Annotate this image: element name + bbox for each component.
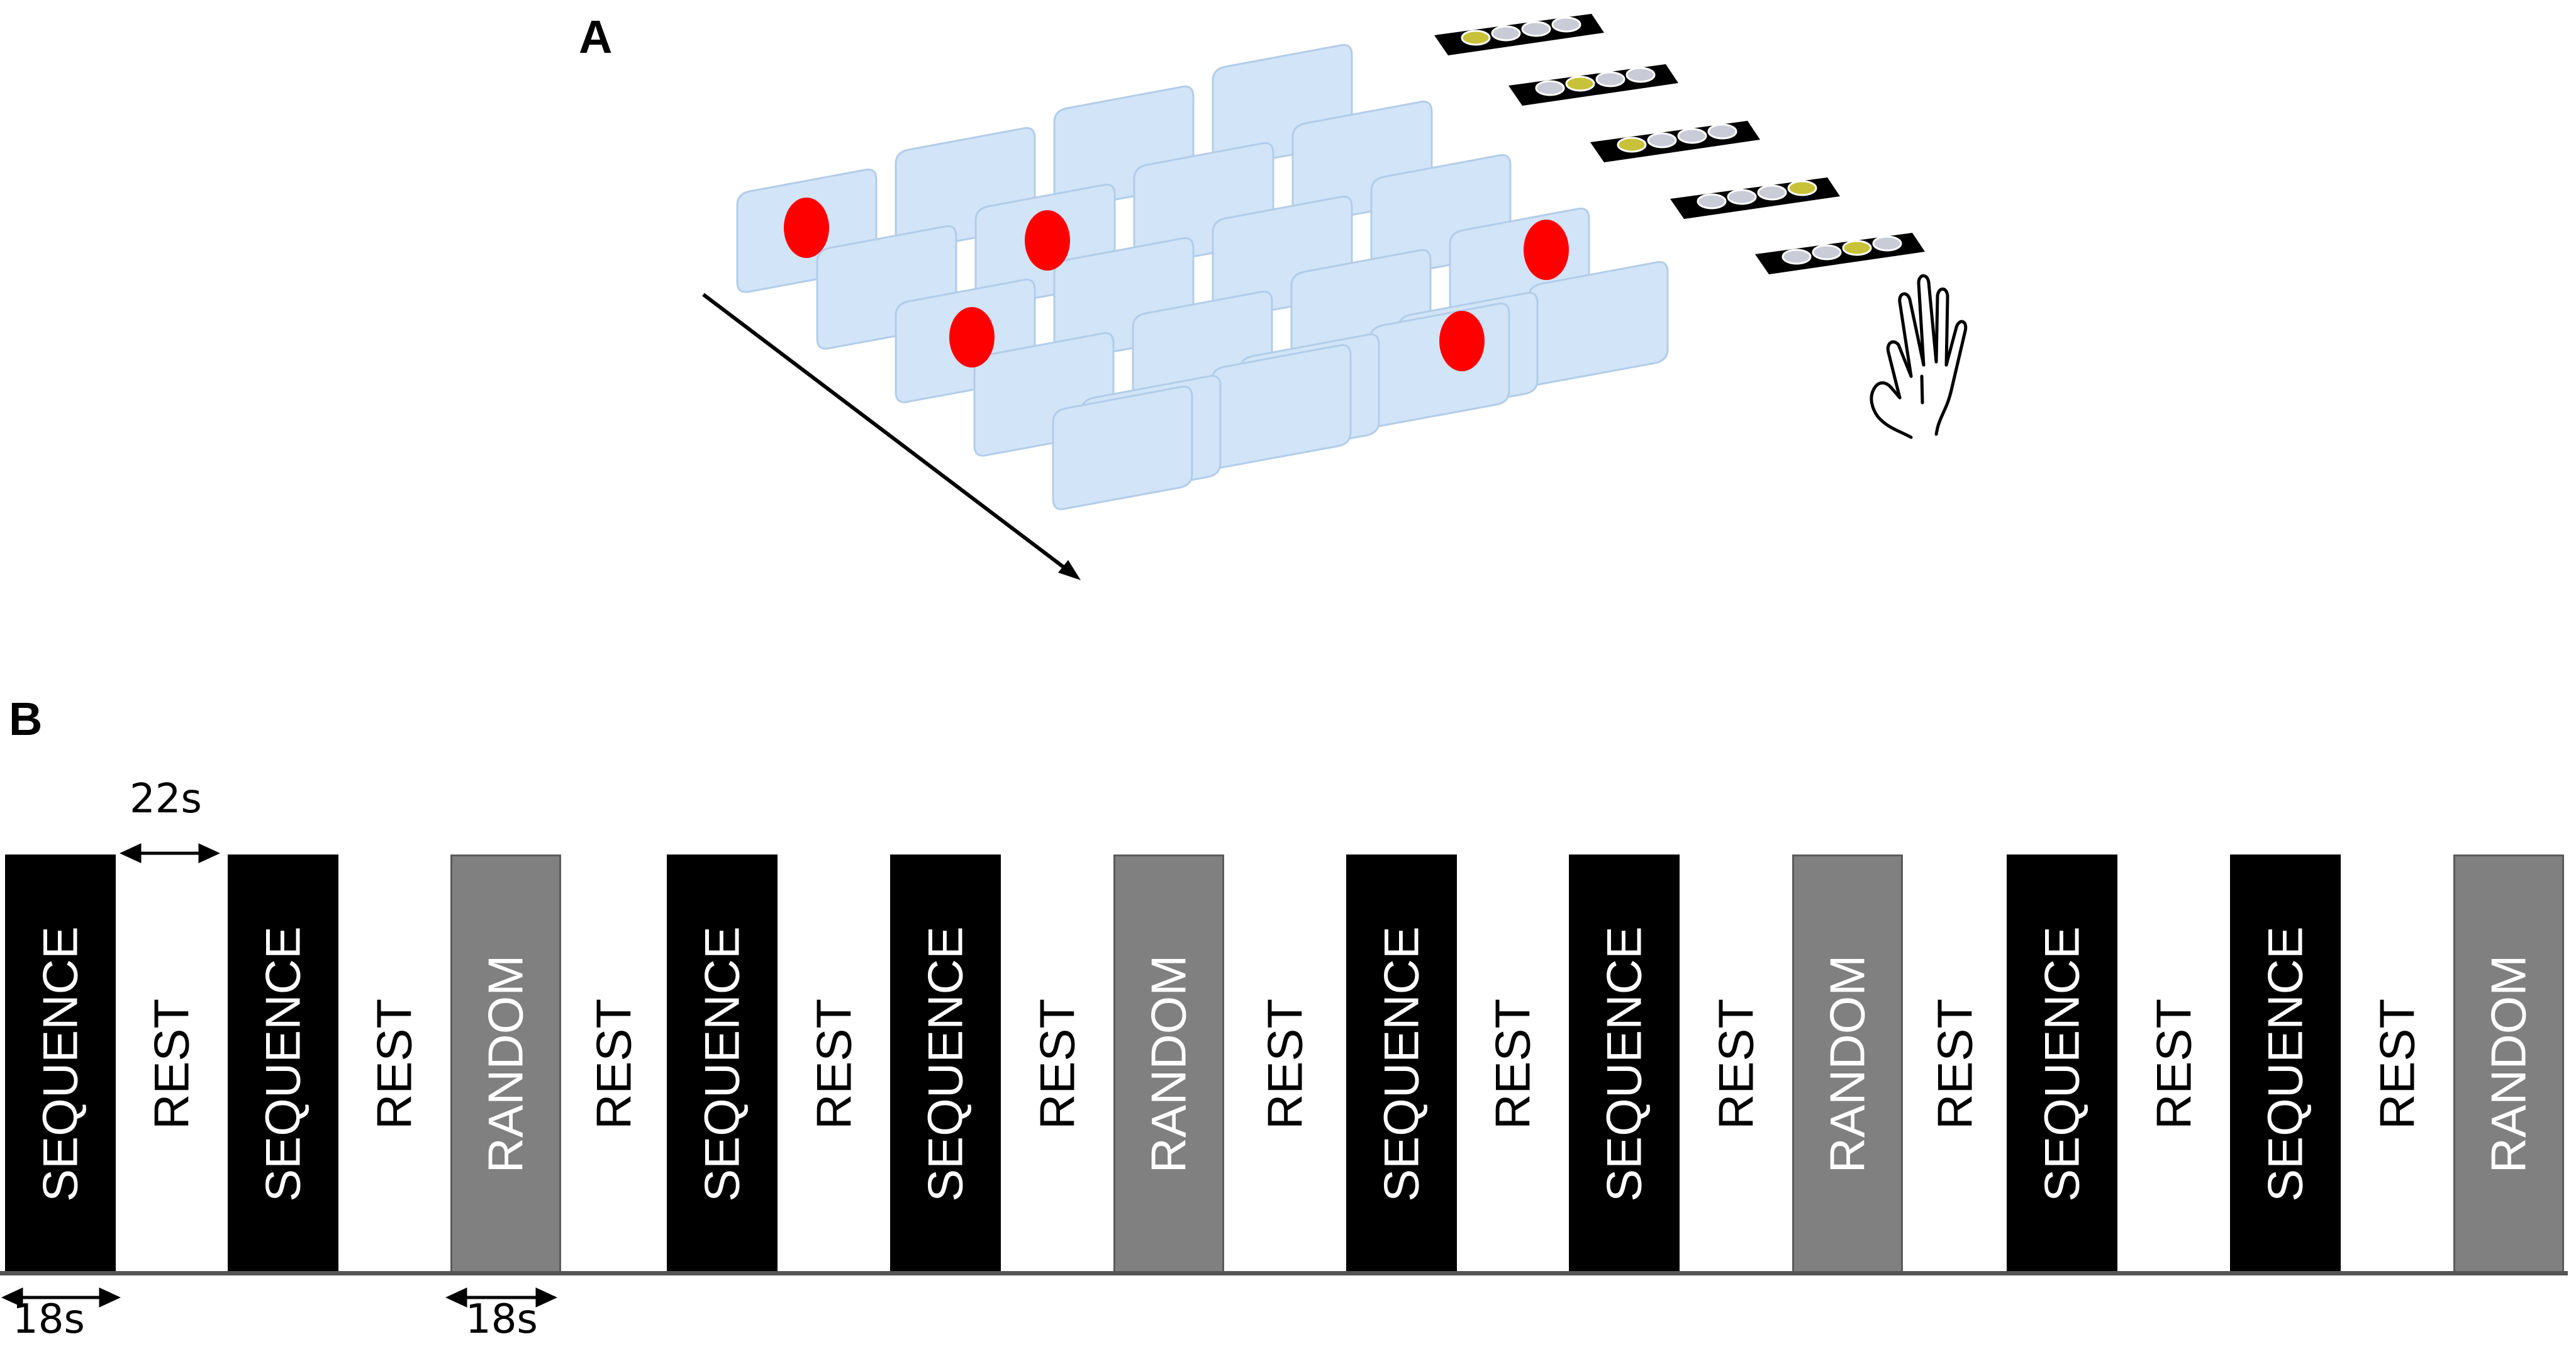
random-block: RANDOM bbox=[2453, 855, 2564, 1273]
target-dot bbox=[784, 198, 829, 258]
response-keypads bbox=[1434, 14, 1925, 274]
sequence-block: SEQUENCE bbox=[1569, 855, 1680, 1273]
panel-label-b: B bbox=[9, 693, 43, 745]
unlit-key bbox=[1491, 25, 1521, 42]
lit-key bbox=[1461, 30, 1491, 46]
duration-arrows bbox=[1, 843, 557, 1308]
target-dot bbox=[1524, 220, 1569, 280]
sequence-block: SEQUENCE bbox=[2007, 855, 2117, 1273]
target-dot bbox=[949, 307, 995, 367]
block-duration-arrow bbox=[1, 1287, 121, 1308]
unlit-key bbox=[1647, 132, 1677, 148]
stimulus-dots bbox=[784, 198, 1569, 371]
unlit-key bbox=[1727, 189, 1757, 205]
response-keypad-icon bbox=[1590, 121, 1760, 162]
panel-label-a: A bbox=[579, 11, 613, 63]
unlit-key bbox=[1781, 249, 1812, 265]
sequence-block: SEQUENCE bbox=[890, 855, 1001, 1273]
unlit-key bbox=[1535, 80, 1565, 96]
rest-duration-label: 22s bbox=[130, 776, 202, 822]
response-keypad-icon bbox=[1434, 14, 1604, 55]
unlit-key bbox=[1677, 128, 1707, 144]
response-keypad-icon bbox=[1508, 64, 1678, 106]
time-axis-arrow bbox=[702, 293, 1081, 580]
stimulus-tile bbox=[1052, 385, 1193, 510]
lit-key bbox=[1617, 137, 1647, 153]
unlit-key bbox=[1872, 235, 1902, 252]
unlit-key bbox=[1625, 67, 1656, 83]
unlit-key bbox=[1595, 71, 1625, 87]
rest-duration-arrow bbox=[120, 843, 220, 863]
random-block: RANDOM bbox=[1113, 855, 1224, 1273]
block-duration-label: 18s bbox=[13, 1296, 85, 1343]
response-keypad-icon bbox=[1755, 233, 1925, 274]
unlit-key bbox=[1757, 184, 1787, 201]
unlit-key bbox=[1812, 244, 1842, 261]
unlit-key bbox=[1697, 193, 1727, 210]
lit-key bbox=[1565, 76, 1595, 92]
random-block-duration-arrow bbox=[445, 1287, 557, 1308]
hand-icon bbox=[1870, 274, 1968, 439]
random-block: RANDOM bbox=[1792, 855, 1903, 1273]
sequence-block: SEQUENCE bbox=[5, 855, 116, 1273]
lit-key bbox=[1787, 180, 1817, 196]
target-dot bbox=[1025, 210, 1070, 271]
sequence-block: SEQUENCE bbox=[228, 855, 338, 1273]
unlit-key bbox=[1521, 21, 1551, 37]
stimulus-tile-grid bbox=[736, 43, 1669, 510]
stimulus-illustration bbox=[702, 14, 1968, 580]
random-block: RANDOM bbox=[450, 855, 561, 1273]
sequence-block: SEQUENCE bbox=[1346, 855, 1457, 1273]
lit-key bbox=[1842, 240, 1872, 256]
sequence-block: SEQUENCE bbox=[667, 855, 778, 1273]
response-keypad-icon bbox=[1670, 177, 1840, 219]
timeline-baseline bbox=[0, 1271, 2568, 1275]
unlit-key bbox=[1707, 123, 1737, 140]
unlit-key bbox=[1551, 16, 1581, 33]
sequence-block: SEQUENCE bbox=[2230, 855, 2341, 1273]
target-dot bbox=[1439, 311, 1485, 371]
random-block-duration-label: 18s bbox=[466, 1296, 538, 1343]
